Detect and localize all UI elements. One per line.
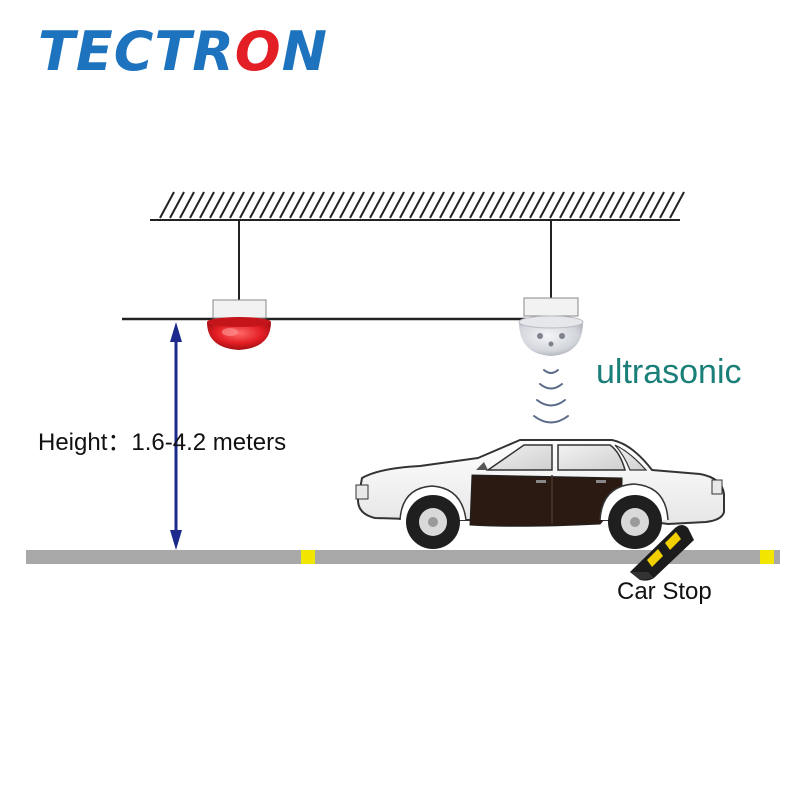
ceiling-hatch	[229, 191, 245, 219]
ceiling-hatch	[539, 191, 555, 219]
ceiling-hatch	[259, 191, 275, 219]
ceiling-hatch	[279, 191, 295, 219]
car-icon	[355, 439, 725, 549]
ceiling-hatch	[369, 191, 385, 219]
ceiling-hatch	[329, 191, 345, 219]
ceiling-hatch	[159, 191, 175, 219]
ceiling-hatch	[439, 191, 455, 219]
ceiling-hatch	[169, 191, 185, 219]
ultrasonic-sensor-icon	[518, 297, 584, 356]
height-label: Height：1.6-4.2 meters	[38, 429, 287, 456]
ceiling-hatch	[209, 191, 225, 219]
ceiling-hatch	[509, 191, 525, 219]
ceiling-hatch	[579, 191, 595, 219]
ceiling-hatch	[309, 191, 325, 219]
height-arrow	[170, 322, 182, 550]
ceiling-hatch	[479, 191, 495, 219]
ceiling-hatch	[419, 191, 435, 219]
ultrasonic-label: ultrasonic	[596, 353, 742, 391]
ceiling-hatch	[589, 191, 605, 219]
ceiling-hatch	[399, 191, 415, 219]
ceiling-hatch	[349, 191, 365, 219]
ceiling-hatch	[449, 191, 465, 219]
logo-accent-letter: O	[234, 20, 282, 83]
car-stop-icon	[630, 525, 694, 581]
ceiling-hatch	[339, 191, 355, 219]
ceiling-hatch	[629, 191, 645, 219]
sound-wave-icon	[533, 369, 569, 424]
ceiling-hatch	[379, 191, 395, 219]
ceiling-hatch	[179, 191, 195, 219]
ceiling-hatch	[599, 191, 615, 219]
ceiling-hatch	[469, 191, 485, 219]
ceiling-hatch	[639, 191, 655, 219]
ceiling-hatch	[499, 191, 515, 219]
floor	[26, 550, 780, 564]
brand-logo-text: TECTRON	[38, 20, 328, 83]
ceiling-hatch	[649, 191, 665, 219]
ceiling-hatch	[219, 191, 235, 219]
ceiling-hatch	[239, 191, 255, 219]
ceiling-hatch	[609, 191, 625, 219]
ceiling-hatch	[489, 191, 505, 219]
front-wheel	[406, 495, 460, 549]
floor-marker-right	[760, 550, 774, 564]
ceiling-hatch	[429, 191, 445, 219]
ceiling-hatch	[199, 191, 215, 219]
ceiling-hatch	[559, 191, 575, 219]
floor-marker-left	[301, 550, 315, 564]
ceiling-hatch	[549, 191, 565, 219]
ceiling-hatch	[389, 191, 405, 219]
ceiling-hatch	[289, 191, 305, 219]
ceiling-hatch	[319, 191, 335, 219]
ceiling-hatch	[189, 191, 205, 219]
ceiling-hatch	[409, 191, 425, 219]
rear-wheel	[608, 495, 662, 549]
ceiling-hatch	[299, 191, 315, 219]
ceiling	[150, 191, 685, 221]
ceiling-hatch	[659, 191, 675, 219]
ceiling-hatch	[569, 191, 585, 219]
ceiling-hatch	[519, 191, 535, 219]
indicator-light-icon	[207, 299, 271, 350]
ceiling-hatch	[459, 191, 475, 219]
ceiling-hatch	[249, 191, 265, 219]
ceiling-hatch	[619, 191, 635, 219]
ceiling-hatch	[529, 191, 545, 219]
ceiling-hatch	[669, 191, 685, 219]
ceiling-hatch	[269, 191, 285, 219]
ceiling-hatch	[359, 191, 375, 219]
car-stop-label: Car Stop	[617, 578, 712, 605]
